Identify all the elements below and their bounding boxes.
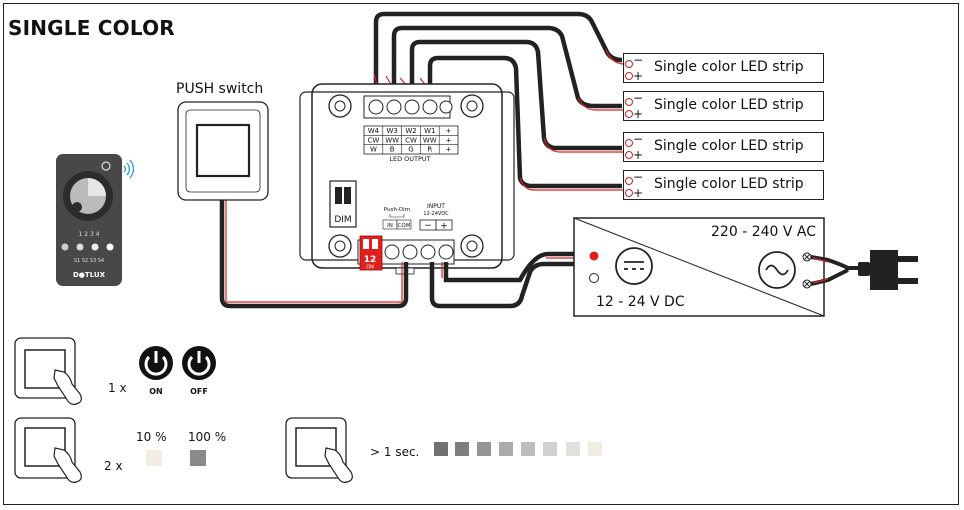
term-w2: W2 xyxy=(405,127,416,135)
dim-label: DIM xyxy=(334,215,351,225)
term-w3: W3 xyxy=(387,127,398,135)
term-w4: W4 xyxy=(368,127,380,135)
push-dim-label: Push-Dim xyxy=(384,207,410,213)
pct-100-label: 100 % xyxy=(188,430,226,444)
term-b: B xyxy=(390,146,395,154)
minus-sign: − xyxy=(633,132,644,146)
dip-12-label: 12 xyxy=(364,255,377,265)
dc-symbol-icon xyxy=(615,247,653,285)
power-icon xyxy=(101,161,111,171)
controller: W4 W3 W2 W1 + CW WW CW WW + W B G R + LE… xyxy=(299,83,515,275)
page-title: SINGLE COLOR xyxy=(8,16,175,40)
term-ww-1: WW xyxy=(385,136,399,144)
off-label: OFF xyxy=(190,387,208,396)
remote-zone-numbers: 1 2 3 4 xyxy=(79,231,100,238)
input-label: INPUT xyxy=(427,203,445,210)
plus-sign: + xyxy=(633,148,644,162)
minus-sign: − xyxy=(633,91,644,105)
push-in-label: IN xyxy=(387,223,393,229)
led-output-label: LED OUTPUT xyxy=(389,155,430,163)
power-on-icon xyxy=(139,346,173,380)
led-strip-2: − + Single color LED strip xyxy=(623,91,824,121)
term-w1: W1 xyxy=(424,127,435,135)
minus-sign: − xyxy=(633,170,644,184)
dc-voltage-label: 12 - 24 V DC xyxy=(596,294,685,310)
input-plus: + xyxy=(440,222,448,232)
term-plus-2: + xyxy=(446,136,452,144)
term-plus-3: + xyxy=(446,146,452,154)
plus-sign: + xyxy=(633,186,644,200)
term-g: G xyxy=(408,146,413,154)
led-strip-1: − + Single color LED strip xyxy=(623,53,824,83)
term-w: W xyxy=(370,146,377,154)
switch-tap-once xyxy=(14,337,82,405)
led-strip-label: Single color LED strip xyxy=(654,97,804,113)
pct-10-label: 10 % xyxy=(136,430,167,444)
remote-scene-labels: S1 S2 S3 S4 xyxy=(74,258,104,264)
power-wires xyxy=(429,251,594,309)
hand-icon xyxy=(53,447,82,483)
hand-icon xyxy=(53,369,82,405)
push-switch-label: PUSH switch xyxy=(176,81,264,97)
term-ww-2: WW xyxy=(423,136,437,144)
hand-icon xyxy=(324,447,353,483)
remote-control: 1 2 3 4 S1 S2 S3 S4 D●TLUX xyxy=(56,154,135,286)
diagram-frame xyxy=(3,3,959,505)
plus-sign: + xyxy=(633,107,644,121)
plus-sign: + xyxy=(633,69,644,83)
terminal-table: W4 W3 W2 W1 + CW WW CW WW + W B G R + LE… xyxy=(363,125,459,163)
led-strip-label: Single color LED strip xyxy=(654,59,804,75)
led-strip-3: − + Single color LED strip xyxy=(623,132,824,162)
push-switch[interactable] xyxy=(177,101,269,201)
term-cw-1: CW xyxy=(367,136,379,144)
led-wires xyxy=(373,11,623,189)
wireless-icon xyxy=(123,159,135,179)
term-cw-2: CW xyxy=(405,136,417,144)
switch-tap-twice xyxy=(14,417,82,483)
minus-sign: − xyxy=(633,53,644,67)
term-r: R xyxy=(427,146,432,154)
level-100-swatch xyxy=(190,450,206,466)
push-com-label: COM xyxy=(398,223,411,229)
push-switch-wires xyxy=(219,200,409,309)
led-strip-label: Single color LED strip xyxy=(654,138,804,154)
remote-brand: D●TLUX xyxy=(73,271,106,279)
led-strip-4: − + Single color LED strip xyxy=(623,170,824,200)
tap-twice-count: 2 x xyxy=(104,459,123,473)
on-label: ON xyxy=(149,387,163,396)
input-voltage-label: 12-24VDC xyxy=(423,211,449,217)
ac-voltage-label: 220 - 240 V AC xyxy=(711,224,816,240)
term-plus-1: + xyxy=(446,127,452,135)
tap-once-count: 1 x xyxy=(108,381,127,395)
plug-icon xyxy=(810,250,918,290)
power-off-icon xyxy=(182,346,216,380)
power-supply: 220 - 240 V AC 12 - 24 V DC xyxy=(573,217,825,317)
switch-hold xyxy=(285,417,353,483)
dip-on-label: ON xyxy=(366,265,374,271)
hold-duration-label: > 1 sec. xyxy=(370,445,419,459)
dimming-gradient xyxy=(434,442,602,456)
led-strip-label: Single color LED strip xyxy=(654,176,804,192)
level-10-swatch xyxy=(146,450,162,466)
input-minus: − xyxy=(424,221,432,231)
